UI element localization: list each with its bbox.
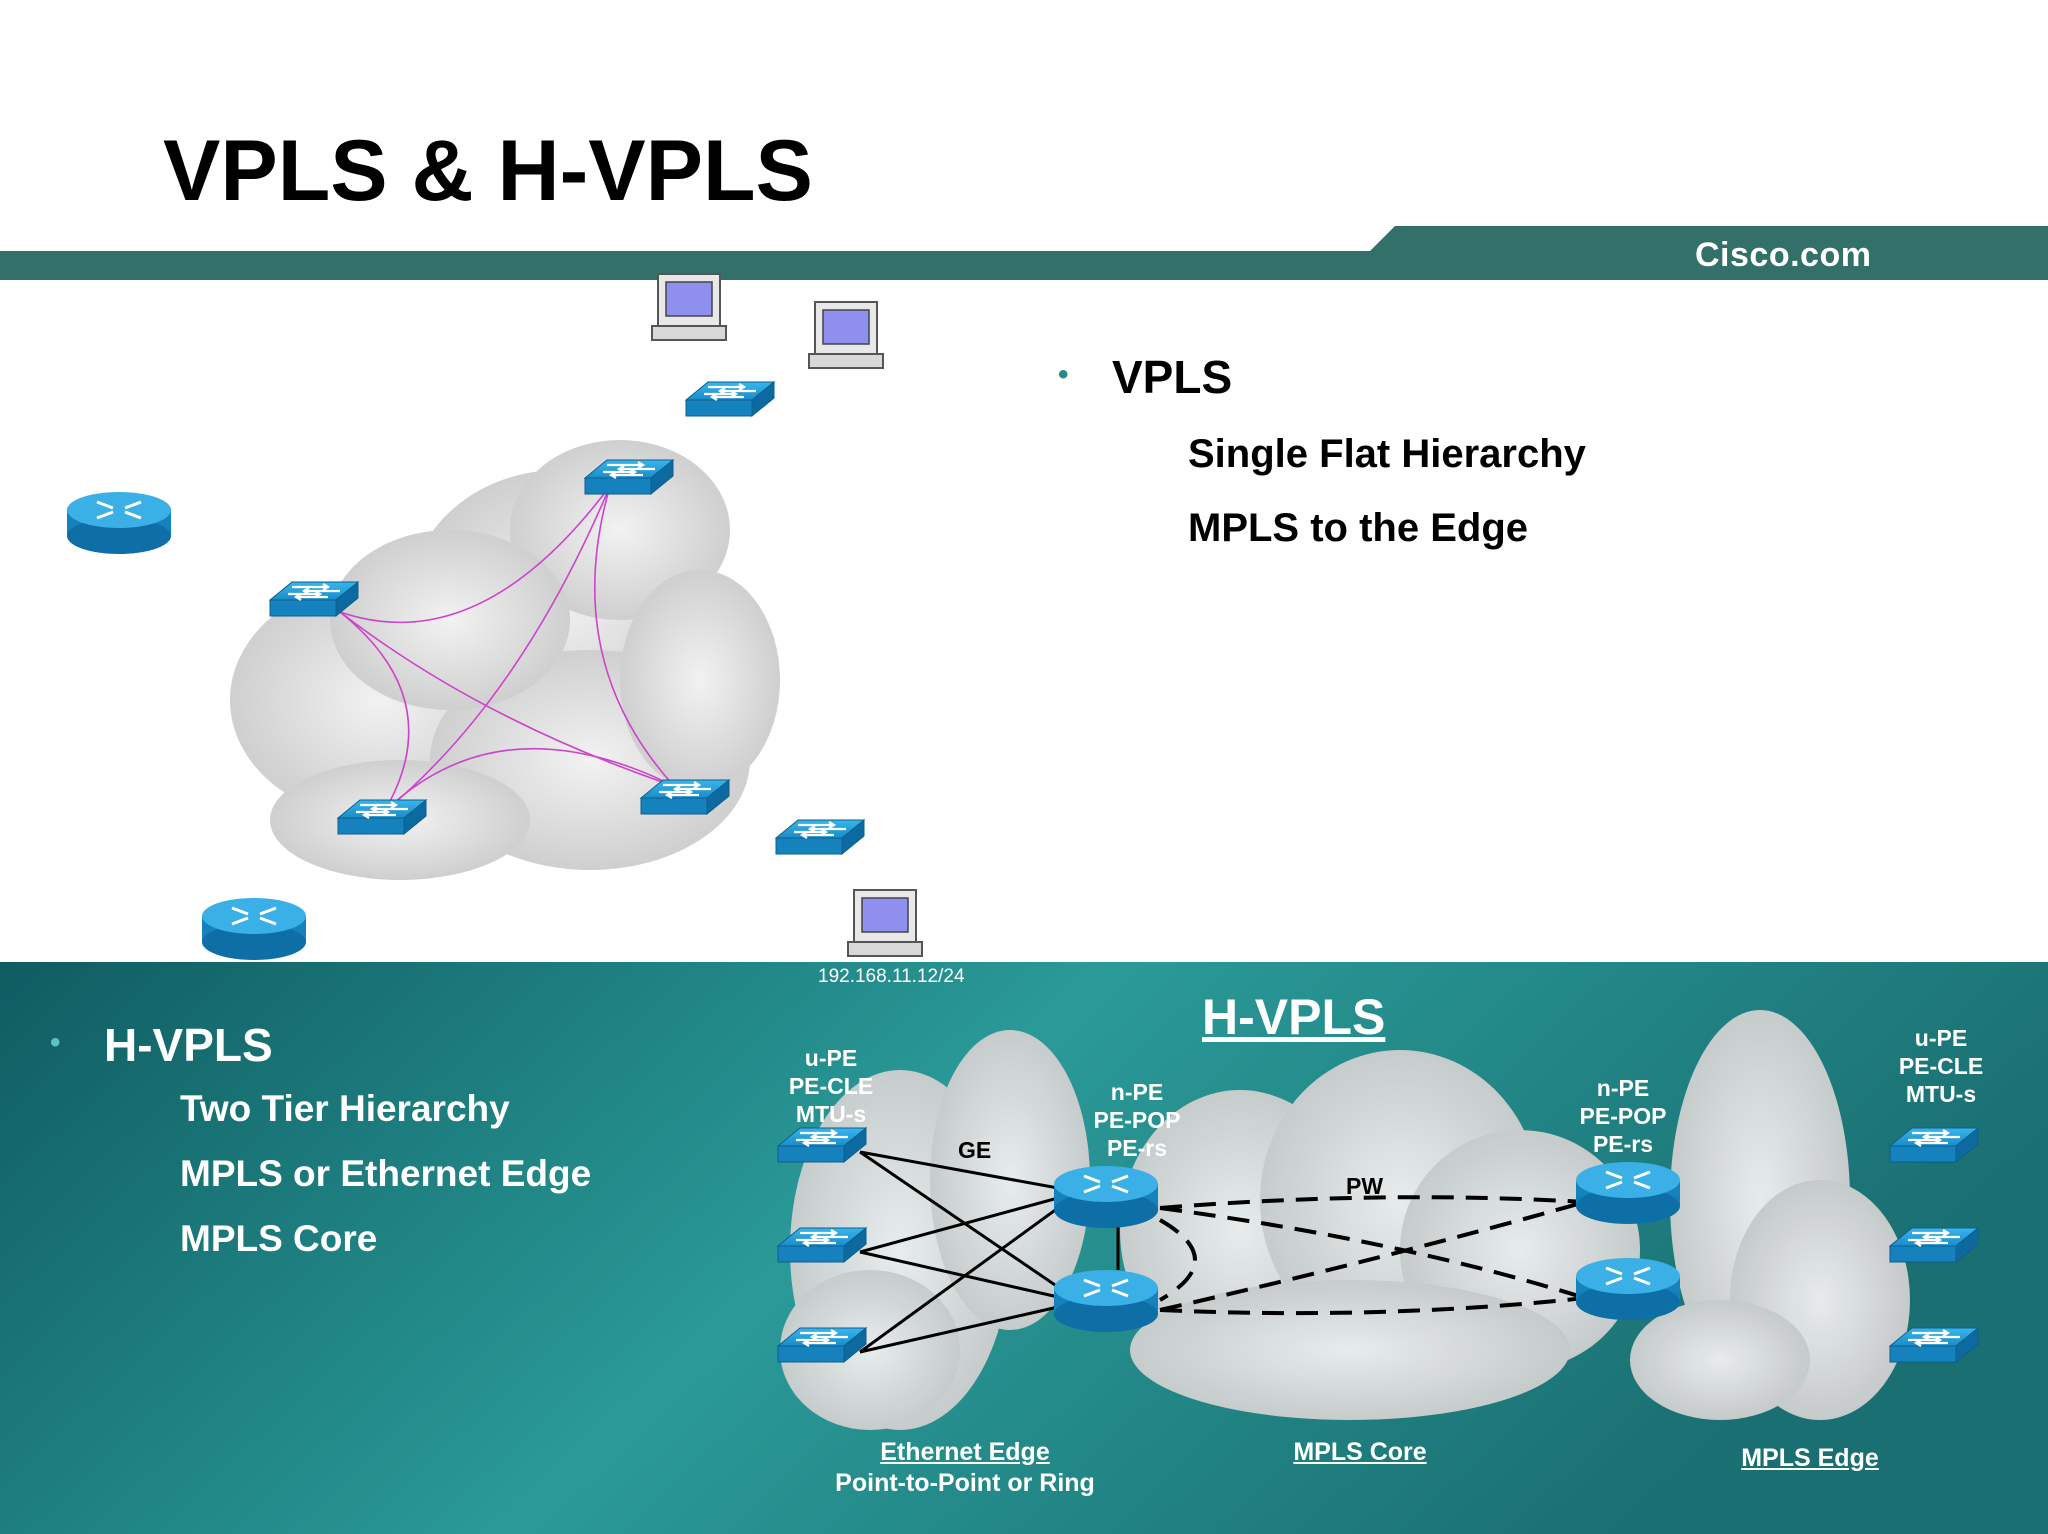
left-edge-label: u-PE PE-CLE MTU-s (776, 1044, 886, 1128)
right-edge-label-line-3: MTU-s (1905, 1081, 1977, 1107)
vpls-item-2: MPLS to the Edge (1188, 506, 1528, 550)
left-npe-label: n-PE PE-POP PE-rs (1082, 1078, 1192, 1162)
header-band (0, 226, 2048, 280)
brand-logo-text: Cisco.com (1695, 236, 1872, 274)
hvpls-item-1: Two Tier Hierarchy (180, 1088, 510, 1129)
pc-top-right (808, 301, 884, 369)
access-switch-right (774, 818, 866, 856)
vpls-bullet-icon: • (1058, 358, 1069, 391)
footer-ethernet-edge: Ethernet Edge Point-to-Point or Ring (820, 1438, 1110, 1497)
npe-router-left-2 (1052, 1268, 1160, 1334)
pw-links (1159, 1195, 1586, 1316)
right-npe-label: n-PE PE-POP PE-rs (1568, 1074, 1678, 1158)
footer-ethernet-edge-sub: Point-to-Point or Ring (835, 1469, 1095, 1497)
npe-router-right-1 (1574, 1160, 1682, 1226)
hvpls-bullet-icon: • (50, 1026, 61, 1059)
vpls-heading: VPLS (1112, 351, 1233, 403)
right-edge-label-line-1: u-PE (1914, 1025, 1968, 1051)
ip-address-label: 192.168.11.12/24 (818, 966, 965, 987)
npe-router-left-1 (1052, 1164, 1160, 1230)
vpls-cloud (230, 440, 780, 880)
pc-bottom (847, 889, 923, 957)
footer-ethernet-edge-title: Ethernet Edge (880, 1438, 1050, 1466)
left-edge-label-line-2: PE-CLE (788, 1073, 874, 1099)
ge-label: GE (958, 1137, 992, 1163)
left-edge-label-line-1: u-PE (804, 1045, 858, 1071)
hvpls-diagram-title: H-VPLS (1202, 989, 1386, 1045)
right-npe-label-line-1: n-PE (1596, 1075, 1650, 1101)
npe-router-right-2 (1574, 1256, 1682, 1322)
hvpls-item-2: MPLS or Ethernet Edge (180, 1153, 592, 1194)
hvpls-item-3: MPLS Core (180, 1218, 378, 1259)
right-edge-label: u-PE PE-CLE MTU-s (1886, 1024, 1996, 1108)
vpls-mesh-lines (339, 485, 675, 813)
router-bottom-left (200, 896, 308, 962)
hvpls-heading: H-VPLS (104, 1019, 273, 1071)
left-edge-label-line-3: MTU-s (795, 1101, 867, 1127)
pc-top (651, 273, 727, 341)
left-npe-label-line-2: PE-POP (1093, 1107, 1181, 1133)
pw-label: PW (1346, 1173, 1384, 1199)
vpls-item-1: Single Flat Hierarchy (1188, 432, 1586, 476)
left-npe-label-line-3: PE-rs (1106, 1135, 1168, 1161)
right-npe-label-line-2: PE-POP (1579, 1103, 1667, 1129)
footer-mpls-edge: MPLS Edge (1741, 1444, 1879, 1472)
router-top-left (65, 490, 173, 556)
footer-mpls-core: MPLS Core (1293, 1438, 1427, 1466)
slide-title: VPLS & H-VPLS (163, 123, 813, 219)
left-npe-label-line-1: n-PE (1110, 1079, 1164, 1105)
right-npe-label-line-3: PE-rs (1592, 1131, 1654, 1157)
access-switch-top (684, 380, 776, 418)
ge-links (859, 1150, 1120, 1354)
right-edge-label-line-2: PE-CLE (1898, 1053, 1984, 1079)
